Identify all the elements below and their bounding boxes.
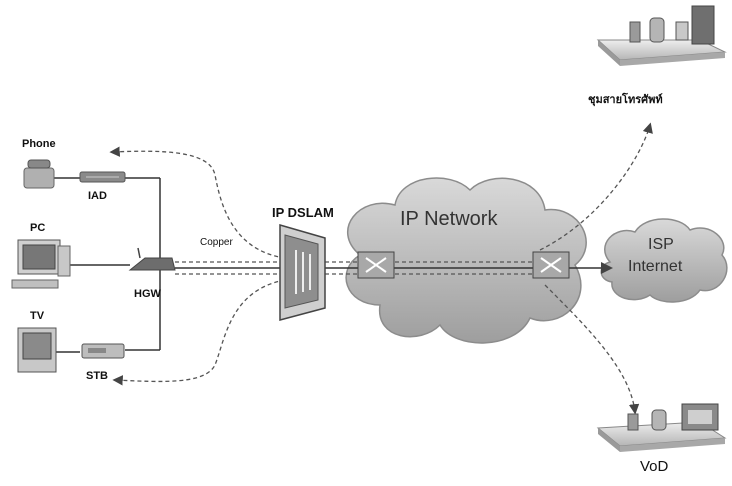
vod-label: VoD	[640, 458, 669, 475]
telephone-exchange-platform	[596, 5, 727, 66]
vod-platform	[596, 403, 727, 452]
iad-label: IAD	[88, 190, 107, 202]
network-switch-left	[357, 251, 395, 279]
network-switch-right	[532, 251, 570, 279]
stb-device	[81, 343, 125, 359]
ip-dslam-device	[279, 224, 326, 321]
telephone-exchange-label: ชุมสายโทรศัพท์	[588, 94, 663, 106]
iad-device	[79, 171, 126, 183]
phone-device	[23, 159, 55, 189]
ip-dslam-label: IP DSLAM	[272, 205, 334, 220]
pc-label: PC	[30, 222, 46, 234]
pc-device	[11, 239, 71, 289]
tv-label: TV	[30, 310, 45, 322]
ip-network-cloud	[345, 177, 587, 344]
hgw-device	[128, 247, 176, 271]
phone-label: Phone	[22, 138, 56, 150]
copper-label: Copper	[200, 237, 233, 248]
hgw-label: HGW	[134, 288, 161, 300]
isp-label: ISP	[648, 236, 674, 253]
internet-label: Internet	[628, 258, 683, 275]
isp-internet-cloud	[600, 218, 728, 303]
stb-label: STB	[86, 370, 108, 382]
service-flows	[109, 122, 653, 415]
ip-network-label: IP Network	[400, 208, 498, 230]
tv-device	[17, 327, 57, 373]
